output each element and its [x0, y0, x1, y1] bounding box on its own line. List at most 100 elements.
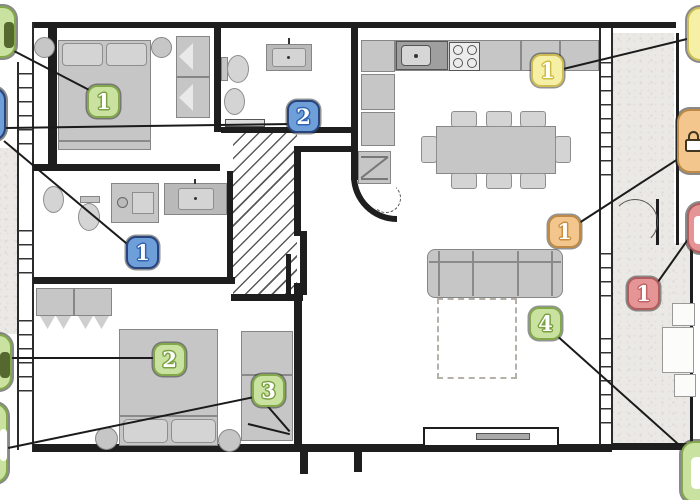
burner [467, 58, 477, 68]
burner [453, 45, 463, 55]
marker-kitchen: 1 [531, 54, 564, 87]
faucet [288, 38, 290, 44]
wall [611, 28, 613, 445]
pillow [106, 43, 147, 66]
burner [467, 45, 477, 55]
toilet [227, 55, 249, 83]
wall [33, 444, 303, 452]
window [601, 338, 611, 436]
wall [599, 28, 601, 445]
wall [32, 22, 34, 452]
wall [294, 283, 302, 451]
nightstand [218, 429, 241, 452]
cut-glyph [0, 352, 10, 378]
dining-table [436, 126, 556, 174]
wardrobe [74, 288, 112, 316]
terrace-chair [674, 374, 696, 397]
marker-label: 1 [540, 58, 555, 83]
nightstand [34, 37, 55, 58]
edge-marker-left-green-upper [0, 334, 12, 390]
sofa [427, 249, 563, 298]
drain-dot [194, 197, 197, 200]
washing-machine-dial [117, 197, 128, 208]
window [601, 253, 611, 305]
fridge [361, 74, 395, 110]
door-leaf [286, 254, 291, 298]
cut-glyph [694, 216, 700, 244]
window [18, 73, 33, 149]
faucet [194, 179, 196, 184]
wall [302, 444, 612, 452]
marker-label: 4 [538, 311, 553, 336]
dining-chair [451, 111, 477, 127]
wall [227, 171, 233, 283]
edge-marker-left-green-lower [0, 403, 8, 483]
marker-bathroom-2: 1 [126, 236, 159, 269]
wall [294, 146, 301, 236]
dining-chair [486, 111, 512, 127]
wall [294, 146, 356, 152]
edge-marker-left-blue [0, 87, 6, 141]
bidet [43, 186, 64, 213]
marker-living-room: 1 [548, 215, 581, 248]
nightstand [95, 427, 118, 450]
edge-marker-top-left-green [0, 6, 16, 58]
sofa-armrest [438, 251, 440, 296]
window [601, 62, 611, 180]
sofa-seam [472, 251, 474, 296]
entrance-door-swing-arc [371, 183, 401, 213]
burner [453, 58, 463, 68]
wardrobe-door-mark [40, 316, 55, 329]
wall [48, 22, 57, 168]
left-balcony [0, 148, 17, 334]
sofa-bed-extension [437, 298, 517, 379]
cut-glyph [0, 429, 7, 461]
cut-glyph [691, 457, 700, 489]
bath-mat [225, 119, 265, 127]
sofa-seam [517, 251, 519, 296]
window [18, 230, 33, 282]
tv [476, 433, 530, 440]
terrace-chair [672, 303, 695, 326]
counter-seam [520, 41, 522, 70]
marker-terrace: 1 [627, 277, 660, 310]
wall [354, 452, 362, 472]
kitchen-cabinet [361, 112, 395, 146]
pillow [123, 419, 168, 443]
pillow [62, 43, 103, 66]
balcony-door-swing-arc [612, 199, 658, 245]
sofa-armrest [551, 251, 553, 296]
marker-bedroom-1: 1 [87, 85, 120, 118]
marker-sofa: 4 [529, 307, 562, 340]
terrace-table [662, 327, 694, 373]
marker-label: 1 [135, 240, 150, 265]
dining-chair [520, 173, 546, 189]
wall [351, 28, 358, 180]
cabinet-mark [361, 156, 388, 158]
dining-chair [555, 136, 571, 163]
callout-line [12, 357, 156, 359]
padlock-icon [685, 131, 700, 153]
dining-chair [451, 173, 477, 189]
marker-label: 3 [261, 378, 276, 403]
drain-dot [287, 56, 290, 59]
edge-marker-bottom-right-green [681, 441, 700, 500]
dining-chair [520, 111, 546, 127]
kitchen-cabinet [361, 40, 395, 72]
wall [214, 28, 221, 132]
dining-chair [486, 173, 512, 189]
wardrobe-door-mark [56, 316, 71, 329]
marker-label: 2 [296, 104, 311, 129]
marker-bedroom-2-single-bed: 3 [252, 374, 285, 407]
cabinet-mark [361, 178, 388, 180]
marker-label: 1 [96, 89, 111, 114]
washing-machine-door [132, 192, 154, 214]
wall [612, 443, 693, 450]
marker-label: 2 [162, 347, 177, 372]
marker-bathroom-1: 2 [287, 100, 320, 133]
bed-seam [58, 140, 151, 142]
marker-label: 1 [557, 219, 572, 244]
wall [300, 444, 308, 474]
wardrobe-door-mark [94, 316, 109, 329]
